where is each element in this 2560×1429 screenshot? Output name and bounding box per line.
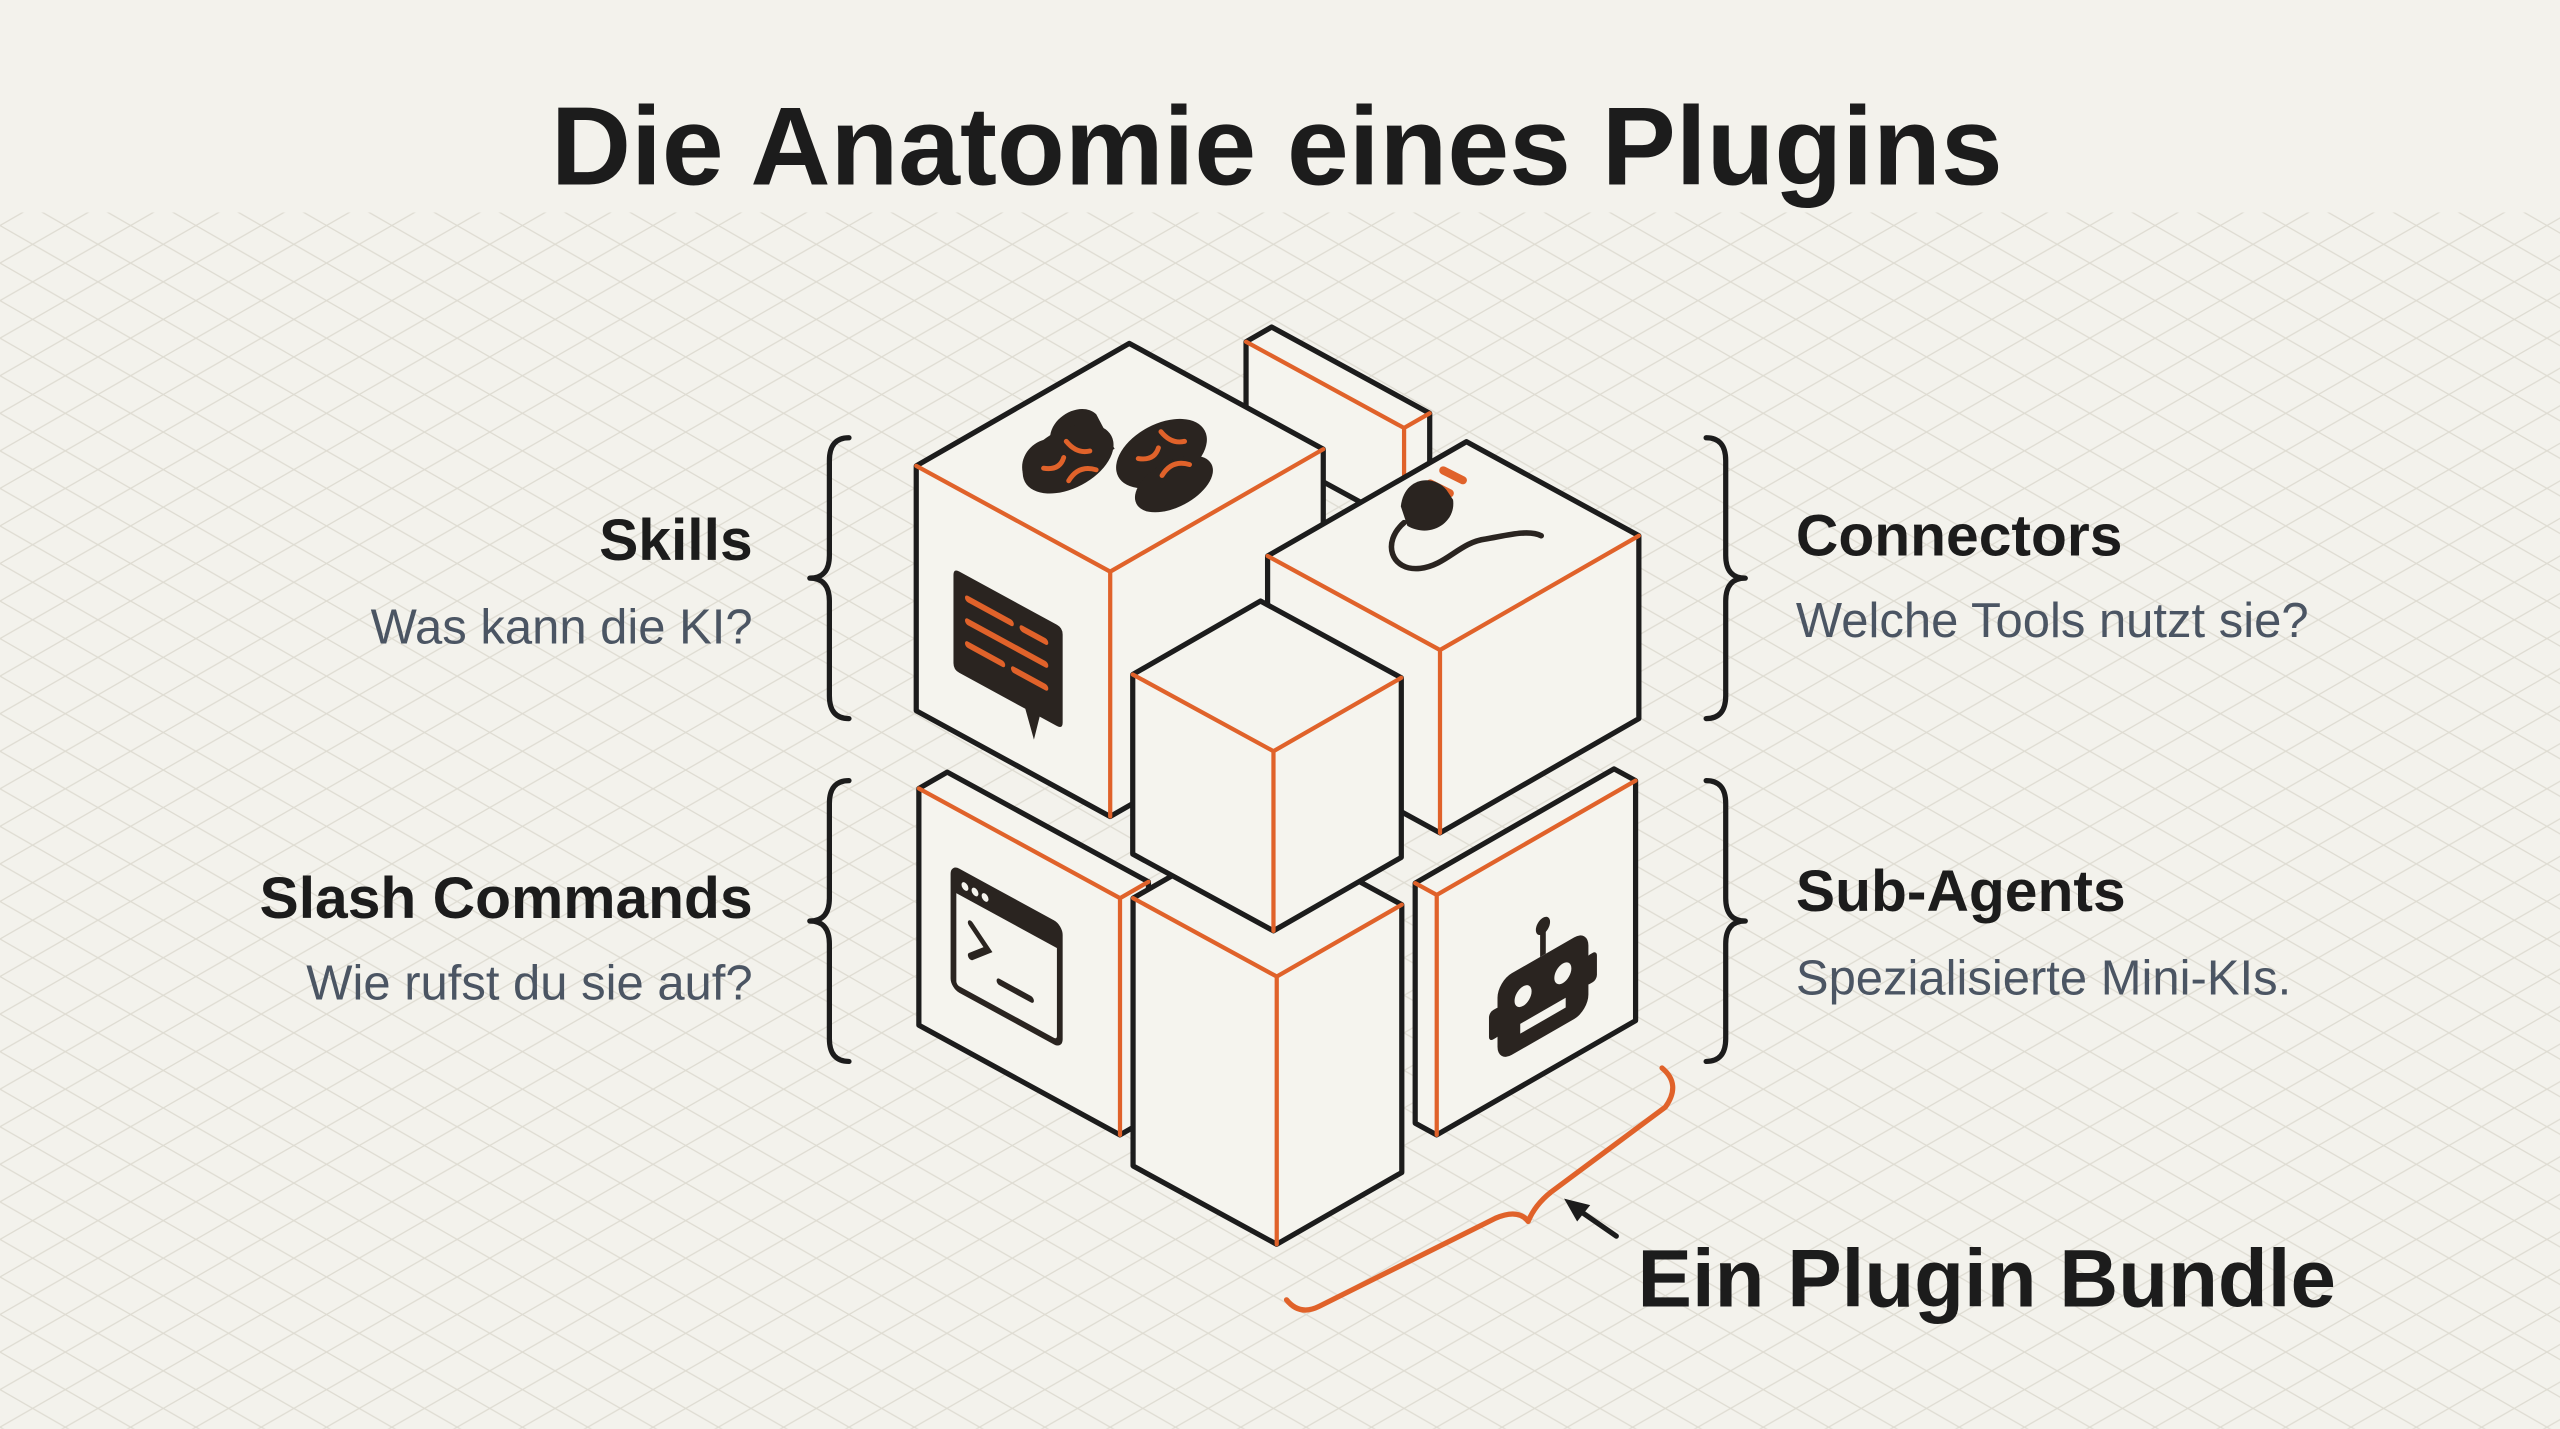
block-edge [914,447,1326,819]
skills-subtitle: Was kann die KI? [371,600,753,654]
block-edge [916,786,1151,1138]
plug-icon [1388,466,1545,572]
block-edge [1413,778,1638,1138]
connectors-subtitle: Welche Tools nutzt sie? [1796,594,2309,648]
page-title: Die Anatomie eines Plugins [551,84,2003,209]
bundle-label: Ein Plugin Bundle [1638,1233,2336,1324]
arrow-icon [1564,1198,1619,1239]
connectors-brace [1703,435,1748,722]
bundle-brace [1283,1065,1676,1313]
slash-commands-label: Slash Commands [260,866,753,931]
sub-agents-subtitle: Spezialisierte Mini-KIs. [1796,951,2291,1005]
block-edge [1265,533,1641,835]
block-outline [1130,598,1404,934]
skills-brace [807,435,852,722]
chat-bubble-icon [953,570,1063,740]
block-core-top [1130,598,1404,934]
terminal-icon [950,867,1063,1046]
sub-agents-label: Sub-Agents [1796,859,2126,924]
sub-agents-brace [1703,778,1748,1065]
brain-icon [1022,409,1213,513]
block-outline [1412,766,1639,1138]
block-sub-agents [1412,766,1639,1138]
slash-commands-subtitle: Wie rufst du sie auf? [306,956,752,1010]
connectors-label: Connectors [1796,503,2123,568]
slash-commands-brace [807,778,852,1065]
block-edge [1130,896,1404,1247]
skills-label: Skills [599,508,753,573]
block-edge [1130,672,1404,933]
robot-icon [1488,916,1597,1057]
